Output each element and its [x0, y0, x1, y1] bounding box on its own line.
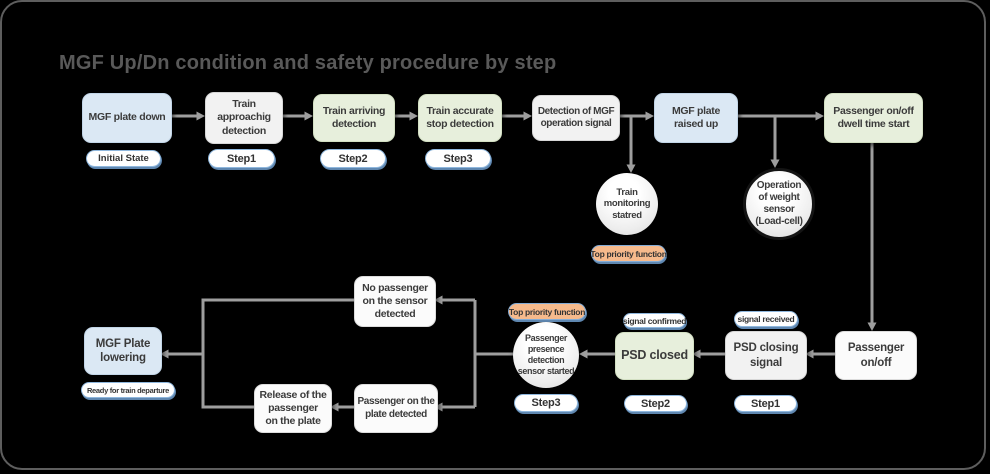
- circle-presence-sensor: Passenger presence detection sensor star…: [513, 322, 579, 388]
- node-train-accurate-stop: Train accurate stop detection: [418, 94, 502, 142]
- node-mgf-plate-raised: MGF plate raised up: [654, 93, 738, 143]
- node-psd-closing: PSD closing signal: [725, 331, 807, 380]
- node-plate-detected: Passenger on the plate detected: [354, 384, 438, 433]
- circle-weight-sensor: Operation of weight sensor (Load-cell): [743, 168, 815, 240]
- node-train-arriving: Train arriving detection: [313, 94, 395, 142]
- node-mgf-plate-down: MGF plate down: [82, 93, 172, 143]
- badge-signal-confirmed: signal confirmed: [623, 313, 686, 328]
- badge-signal-received: signal received: [734, 311, 798, 327]
- badge-top-priority-2: Top priority function: [508, 303, 586, 320]
- node-passenger-onoff: Passenger on/off: [835, 331, 917, 380]
- node-psd-closed: PSD closed: [615, 332, 694, 380]
- badge-step1-bottom: Step1: [734, 395, 797, 412]
- node-passenger-dwell: Passenger on/off dwell time start: [824, 93, 923, 143]
- badge-ready-departure: Ready for train departure: [81, 382, 175, 398]
- page-title: MGF Up/Dn condition and safety procedure…: [59, 52, 557, 74]
- circle-train-monitoring: Train monitoring statred: [596, 173, 658, 235]
- badge-step2-bottom: Step2: [624, 395, 687, 412]
- node-detection-mgf-signal: Detection of MGF operation signal: [532, 95, 620, 141]
- node-no-passenger: No passenger on the sensor detected: [354, 276, 436, 327]
- badge-step2: Step2: [320, 149, 386, 168]
- line-presence-to-junction: [473, 300, 513, 407]
- badge-step1: Step1: [208, 149, 275, 168]
- node-train-approaching: Train approachig detection: [205, 92, 283, 144]
- badge-initial-state: Initial State: [86, 150, 161, 167]
- badge-step3: Step3: [425, 149, 491, 168]
- badge-top-priority-1: Top priority function: [590, 245, 667, 262]
- node-release-passenger: Release of the passenger on the plate: [254, 384, 332, 433]
- badge-step3-bottom: Step3: [514, 394, 578, 412]
- node-mgf-lowering: MGF Plate lowering: [84, 327, 162, 375]
